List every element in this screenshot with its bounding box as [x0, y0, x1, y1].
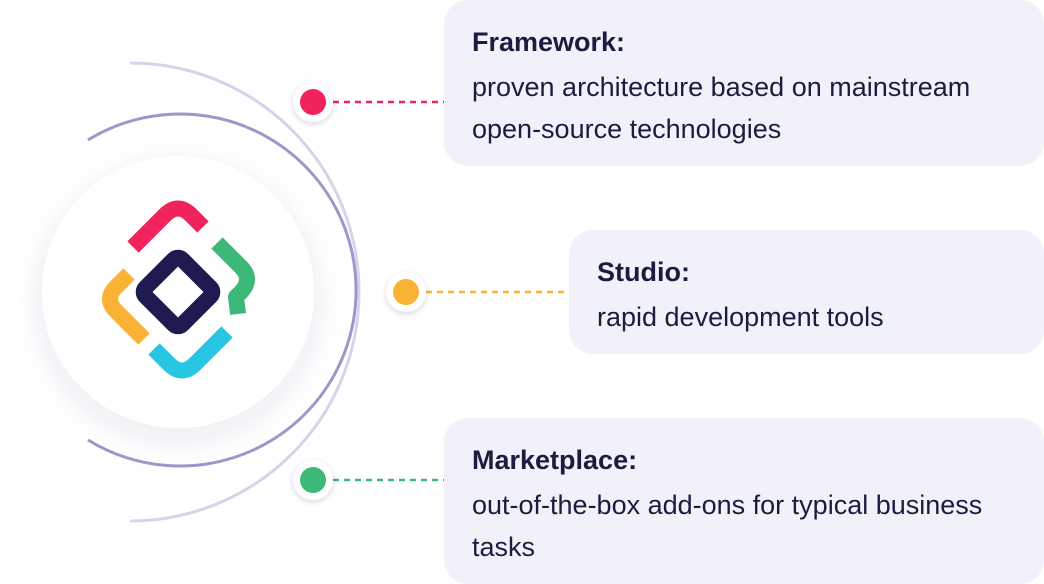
logo-yellow-segment — [102, 268, 150, 345]
framework-dot — [293, 82, 333, 122]
jmix-diamond-logo-icon — [102, 200, 255, 379]
logo-circle — [42, 156, 314, 428]
logo-cyan-segment — [148, 326, 233, 379]
framework-title: Framework: — [472, 27, 626, 57]
framework-description: proven architecture based on mainstream … — [472, 72, 971, 144]
marketplace-card: Marketplace: out-of-the-box add-ons for … — [444, 418, 1044, 584]
marketplace-title: Marketplace: — [472, 445, 638, 475]
studio-dot — [386, 272, 426, 312]
marketplace-dot — [293, 460, 333, 500]
studio-title: Studio: — [597, 257, 690, 287]
studio-card: Studio: rapid development tools — [569, 230, 1044, 354]
inner-ring-arc — [87, 112, 358, 468]
logo-inner-diamond — [135, 249, 221, 335]
logo-green-segment — [211, 237, 255, 315]
framework-card: Framework: proven architecture based on … — [444, 0, 1044, 166]
logo-pink-segment — [127, 200, 209, 253]
studio-description: rapid development tools — [597, 302, 884, 332]
outer-ring-arc — [129, 61, 361, 523]
marketplace-description: out-of-the-box add-ons for typical busin… — [472, 490, 983, 562]
